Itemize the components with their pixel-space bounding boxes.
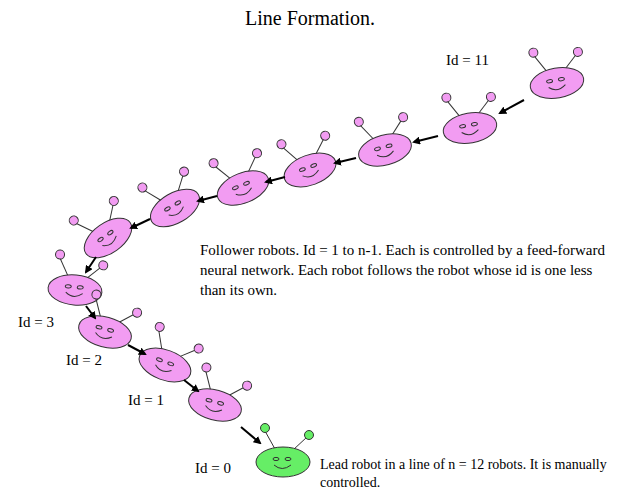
follow-arrow [241, 427, 260, 443]
follow-arrow [500, 100, 524, 113]
id-label: Id = 1 [128, 392, 164, 409]
id-label: Id = 2 [66, 352, 102, 369]
lead-robot [256, 424, 314, 478]
follow-arrow [184, 380, 198, 391]
follow-arrow [86, 257, 96, 272]
follower-robot [64, 189, 142, 266]
follower-robot [204, 141, 277, 212]
id-label: Id = 3 [18, 314, 54, 331]
follower-note: Follower robots. Id = 1 to n-1. Each is … [200, 240, 610, 300]
follow-arrow [266, 177, 285, 182]
follower-robot [134, 320, 206, 390]
diagram-title: Line Formation. [0, 6, 620, 30]
follower-robot [47, 249, 109, 307]
follower-robot [437, 85, 503, 148]
follow-arrow [414, 136, 438, 142]
id-label: Id = 11 [446, 52, 489, 69]
id-label: Id = 0 [195, 460, 231, 477]
follower-robot [349, 105, 418, 172]
follow-arrow [128, 345, 145, 354]
follower-robot [271, 123, 343, 193]
follow-arrow [335, 158, 356, 163]
follow-arrow [131, 219, 150, 228]
follower-robot [524, 40, 590, 103]
follow-arrow [198, 196, 217, 201]
follower-robot [185, 361, 254, 428]
follower-robot [132, 159, 209, 234]
follow-arrow [86, 306, 95, 318]
lead-note: Lead robot in a line of n = 12 robots. I… [320, 456, 614, 492]
follower-robot [75, 288, 144, 355]
